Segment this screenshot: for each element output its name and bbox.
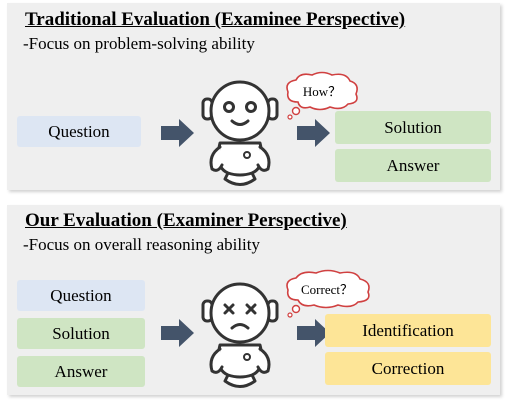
right-arrow-icon: [161, 119, 194, 147]
thought-bubble-icon: [286, 71, 358, 120]
question-box: Question: [17, 280, 145, 311]
solution-output-box: Solution: [335, 111, 491, 144]
answer-output-box: Answer: [335, 149, 491, 182]
panel-subtitle: -Focus on problem-solving ability: [23, 34, 255, 53]
question-box: Question: [17, 116, 141, 147]
bubble-text: How？: [302, 84, 342, 99]
thought-bubble-icon: [286, 269, 370, 318]
panel-title: Traditional Evaluation (Examinee Perspec…: [25, 9, 406, 30]
traditional-evaluation-panel: Traditional Evaluation (Examinee Perspec…: [7, 3, 500, 190]
robot-dizzy-icon: [201, 282, 279, 388]
right-arrow-icon: [161, 319, 194, 347]
panel-subtitle: -Focus on overall reasoning ability: [23, 235, 261, 254]
panel-title: Our Evaluation (Examiner Perspective): [25, 210, 347, 231]
our-evaluation-panel: Our Evaluation (Examiner Perspective) -F…: [7, 205, 500, 395]
right-arrow-icon: [297, 119, 330, 147]
robot-happy-icon: [201, 80, 279, 186]
answer-box: Answer: [17, 356, 145, 387]
right-arrow-icon: [297, 319, 330, 347]
bubble-text: Correct？: [301, 282, 353, 297]
identification-output-box: Identification: [325, 314, 491, 347]
correction-output-box: Correction: [325, 352, 491, 385]
solution-box: Solution: [17, 318, 145, 349]
